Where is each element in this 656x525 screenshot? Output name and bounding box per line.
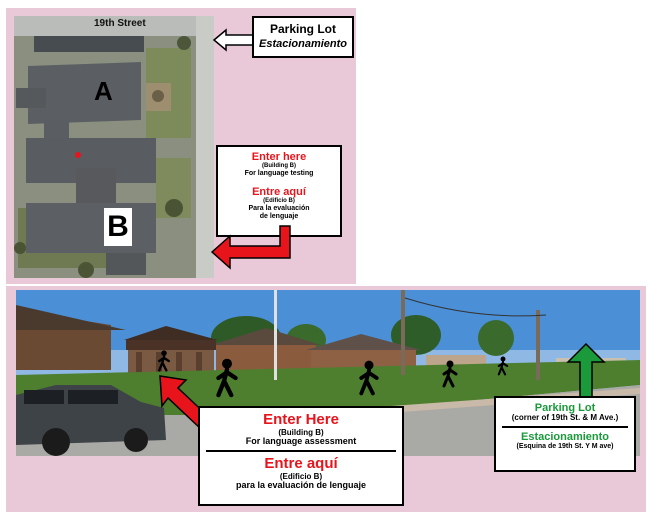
walking-person-icon: [158, 350, 170, 372]
aerial-parking-title: Parking Lot: [269, 22, 336, 36]
street-enter-es-purpose: para la evaluación de lenguaje: [235, 480, 367, 491]
aerial-enter-en-purpose: For language testing: [244, 169, 314, 177]
street-enter-en-building: (Building B): [278, 427, 324, 437]
aerial-enter-es-title: Entre aquí: [252, 186, 306, 199]
street-view-panel: Enter Here (Building B) For language ass…: [6, 286, 646, 512]
street-enter-es-title: Entre aquí: [264, 455, 338, 473]
aerial-enter-es-purpose-2: de lenguaje: [259, 212, 299, 220]
aerial-enter-en-building: (Building B): [262, 163, 296, 170]
aerial-parking-subtitle: Estacionamiento: [258, 38, 348, 51]
street-enter-box: Enter Here (Building B) For language ass…: [198, 406, 404, 506]
street-parking-en-detail: (corner of 19th St. & M Ave.): [511, 413, 619, 423]
street-parking-es-detail: (Esquina de 19th St. Y M ave): [516, 442, 614, 450]
street-label-19th: 19th Street: [94, 18, 146, 29]
walking-person-icon: [497, 356, 509, 376]
street-enter-en-title: Enter Here: [263, 411, 339, 428]
street-parking-box: Parking Lot (corner of 19th St. & M Ave.…: [494, 396, 636, 472]
aerial-map-panel: 19th Street A B Parking Lot Estacionamie…: [6, 8, 356, 284]
street-parking-divider: [502, 425, 628, 428]
walking-person-icon: [359, 360, 379, 396]
aerial-enter-es-building: (Edificio B): [263, 198, 295, 205]
building-b-label: B: [104, 208, 132, 246]
aerial-enter-es-purpose-1: Para la evaluación: [248, 205, 310, 213]
street-enter-es-building: (Edificio B): [279, 471, 323, 481]
aerial-enter-box: Enter here (Building B) For language tes…: [216, 145, 342, 237]
street-enter-en-purpose: For language assessment: [245, 436, 357, 447]
walking-person-icon: [216, 358, 238, 398]
building-a-label: A: [94, 76, 113, 106]
street-parking-es-title: Estacionamiento: [520, 430, 610, 443]
red-arrow-left-icon: [210, 225, 291, 270]
walking-person-icon: [442, 360, 458, 388]
street-parking-en-title: Parking Lot: [534, 402, 596, 414]
street-enter-divider: [206, 450, 396, 453]
aerial-parking-lot-box: Parking Lot Estacionamiento: [252, 16, 354, 58]
aerial-enter-en-title: Enter here: [251, 151, 307, 163]
green-arrow-up-icon: [566, 342, 606, 401]
